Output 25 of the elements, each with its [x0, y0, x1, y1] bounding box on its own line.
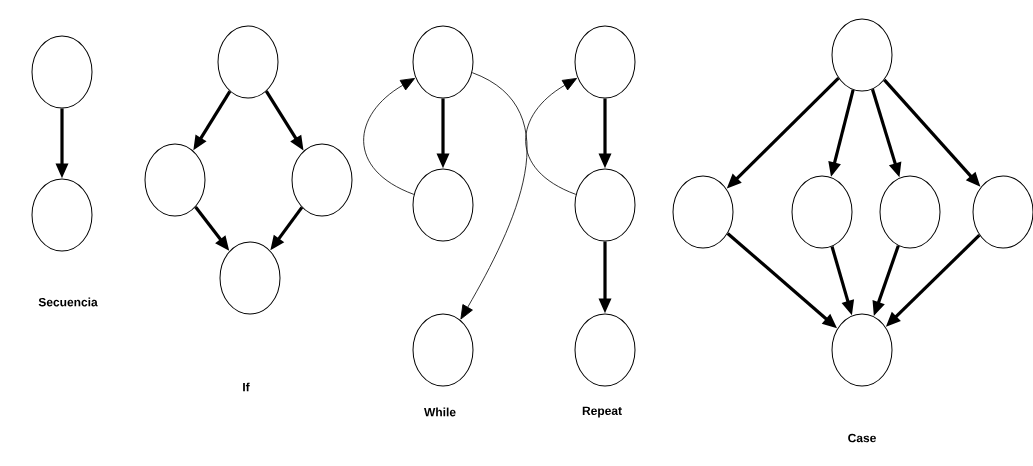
circle [412, 25, 474, 99]
circle [574, 25, 636, 99]
caption-label: Repeat [582, 406, 622, 418]
arrow [460, 72, 528, 320]
caption-label: Secuencia [38, 297, 98, 307]
circle [217, 25, 279, 99]
circle [412, 313, 474, 387]
circle [144, 143, 206, 217]
circle [31, 35, 93, 109]
caption-label: While [424, 407, 456, 417]
circle [412, 168, 474, 242]
caption-label: If [243, 382, 250, 392]
circle [574, 168, 636, 242]
circle [31, 178, 93, 252]
arrow [363, 78, 415, 195]
circle [672, 175, 734, 249]
caption-label: Case [848, 433, 876, 443]
circle [574, 313, 636, 387]
circle [791, 175, 853, 249]
circle [831, 313, 893, 387]
arrow [525, 78, 577, 195]
circle [291, 143, 353, 217]
circle [219, 241, 281, 315]
circle [879, 175, 941, 249]
circle [831, 18, 893, 92]
